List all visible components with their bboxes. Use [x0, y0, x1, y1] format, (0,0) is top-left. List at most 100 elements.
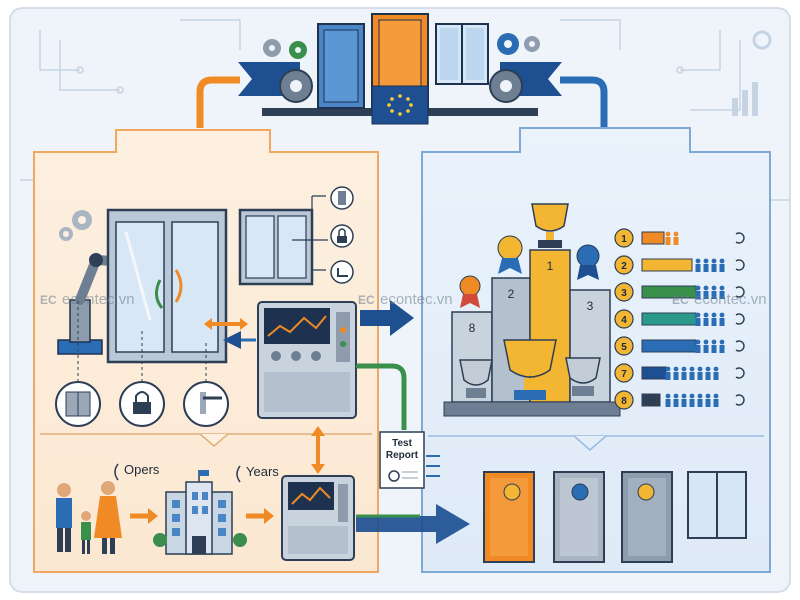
rank-medal-icon [614, 309, 634, 329]
person-icon [673, 231, 679, 237]
person-icon [719, 285, 725, 291]
trophy-icon [565, 357, 601, 396]
rank-number: 4 [621, 315, 627, 326]
person-icon [719, 258, 725, 264]
rank-number: 8 [621, 396, 627, 407]
window-icon [687, 471, 747, 539]
hinge-icon [330, 186, 354, 210]
person-icon [711, 312, 717, 318]
person-icon [673, 237, 679, 245]
person-icon [703, 345, 709, 353]
person-icon [703, 312, 709, 318]
eu-flag-icon [371, 85, 429, 125]
person-icon [711, 318, 717, 326]
connector-green [356, 363, 407, 430]
refresh-icon [735, 394, 745, 406]
test-report-line1: Test [392, 438, 412, 449]
rank-bar [641, 312, 697, 326]
gear-icon [489, 33, 540, 103]
person-icon [713, 399, 719, 407]
person-icon [713, 366, 719, 372]
person-icon [703, 285, 709, 291]
person-icon [681, 366, 687, 372]
person-icon [673, 372, 679, 380]
testing-machine-icon [257, 301, 357, 419]
rank-bar [641, 258, 693, 272]
person-icon [711, 291, 717, 299]
window-icon [238, 195, 328, 286]
person-icon [689, 372, 695, 380]
person-icon [697, 366, 703, 372]
chart-icon [732, 82, 758, 116]
connector-orange [196, 76, 240, 128]
rank-medal-icon [614, 282, 634, 302]
person-icon [689, 393, 695, 399]
person-icon [719, 345, 725, 353]
person-icon [681, 393, 687, 399]
person-icon [705, 393, 711, 399]
person-icon [695, 345, 701, 353]
person-icon [665, 231, 671, 237]
person-icon [695, 312, 701, 318]
building-icon [153, 470, 247, 555]
rank-medal-icon [614, 336, 634, 356]
person-icon [697, 372, 703, 380]
years-label: Years [246, 464, 279, 479]
watermark-logo: EC [672, 293, 689, 307]
medal-icon [497, 235, 523, 274]
watermark-logo: EC [358, 293, 375, 307]
podium-label-3: 3 [587, 299, 594, 313]
hinge-icon [55, 381, 101, 427]
person-icon [673, 399, 679, 407]
rank-number: 2 [621, 261, 627, 272]
lock-icon [330, 224, 354, 248]
top-product-group [238, 13, 562, 125]
rank-number: 7 [621, 369, 627, 380]
person-icon [719, 318, 725, 326]
arrow-to-products [356, 504, 470, 544]
door-icon [106, 208, 228, 364]
person-icon [713, 393, 719, 399]
podium-label-8: 8 [469, 321, 476, 335]
watermark-logo: EC [40, 293, 57, 307]
person-icon [703, 318, 709, 326]
person-icon [697, 399, 703, 407]
person-icon [689, 399, 695, 407]
watermark-text: econtec.vn [694, 291, 767, 308]
person-icon [705, 399, 711, 407]
opers-label: Opers [124, 462, 160, 477]
person-icon [665, 393, 671, 399]
rank-number: 3 [621, 288, 627, 299]
person-icon [703, 291, 709, 299]
gear-icon [263, 39, 313, 103]
testing-machine-icon [281, 475, 355, 561]
person-icon [665, 372, 671, 380]
door-icon [553, 471, 605, 563]
person-icon [695, 285, 701, 291]
podium-label-1: 1 [547, 259, 554, 273]
person-icon [711, 285, 717, 291]
refresh-icon [735, 313, 745, 325]
refresh-icon [735, 286, 745, 298]
trophy-icon [459, 359, 493, 398]
person-icon [711, 345, 717, 353]
person-icon [703, 339, 709, 345]
person-icon [703, 258, 709, 264]
rank-number: 1 [621, 234, 627, 245]
podium-label-2: 2 [508, 287, 515, 301]
person-icon [681, 372, 687, 380]
family-icon [56, 481, 122, 554]
person-icon [695, 339, 701, 345]
person-icon [695, 258, 701, 264]
test-report-line2: Report [386, 450, 419, 461]
connector-blue [560, 76, 608, 128]
person-icon [703, 264, 709, 272]
person-icon [695, 264, 701, 272]
gear-icon [752, 30, 772, 50]
handle-icon [330, 260, 354, 284]
person-icon [673, 366, 679, 372]
rank-bar [641, 339, 697, 353]
trophy-icon [531, 203, 569, 248]
